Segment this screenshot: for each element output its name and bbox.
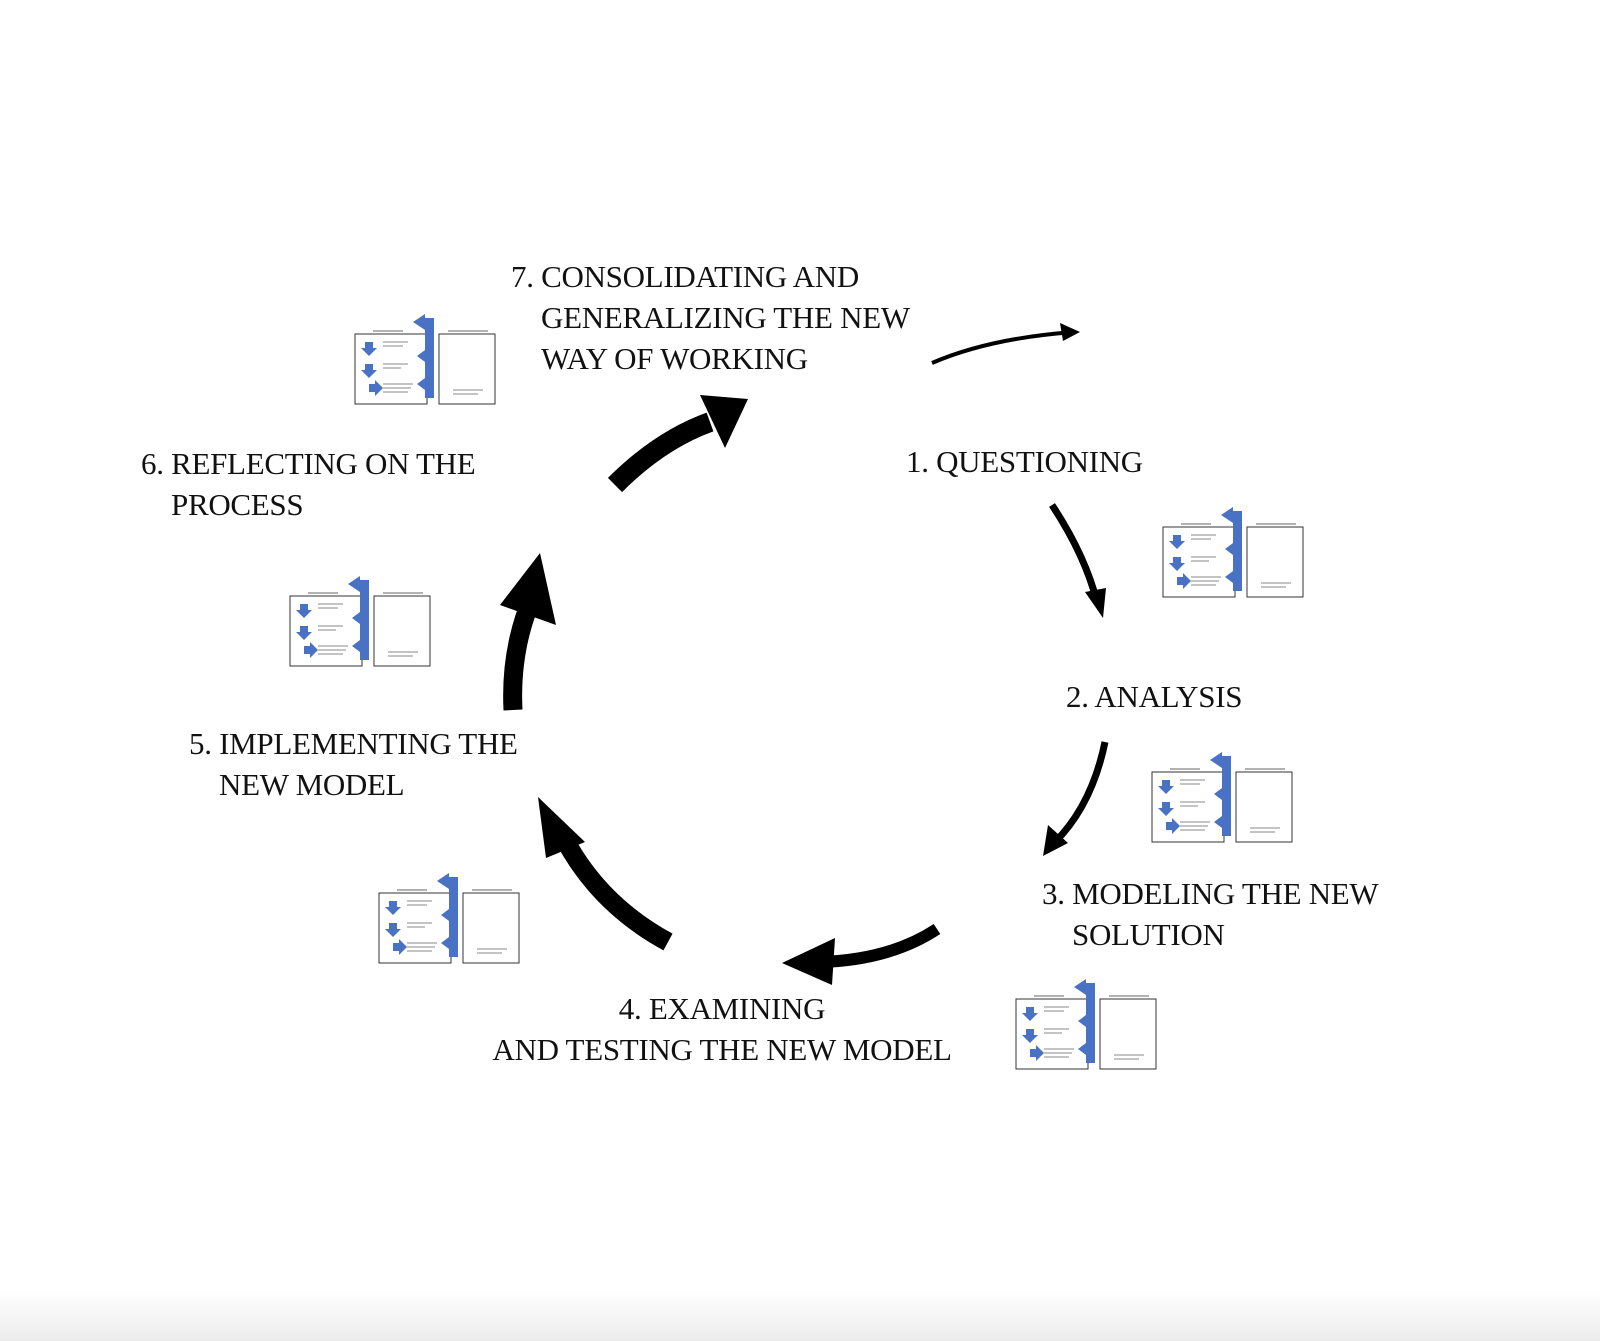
arrow-3-to-4-head xyxy=(782,938,835,985)
step-7-line1: 7. CONSOLIDATING AND xyxy=(511,259,859,294)
step-4-line1: 4. EXAMINING xyxy=(618,991,826,1026)
thumbnail-step-5 xyxy=(289,576,431,667)
step-7-line2: GENERALIZING THE NEW xyxy=(541,300,910,335)
step-6-label: 6. REFLECTING ON THE PROCESS xyxy=(141,443,476,525)
bottom-shadow xyxy=(0,1290,1600,1341)
step-1-line1: 1. QUESTIONING xyxy=(906,444,1143,479)
step-6-line1: 6. REFLECTING ON THE xyxy=(141,446,476,481)
arrow-4-to-5-head xyxy=(538,797,585,858)
step-5-line2: NEW MODEL xyxy=(219,767,405,802)
step-5-line1: 5. IMPLEMENTING THE xyxy=(189,726,518,761)
step-4-label: 4. EXAMINING AND TESTING THE NEW MODEL xyxy=(482,988,962,1070)
thumbnail-step-1 xyxy=(1162,507,1304,598)
thumbnail-step-3 xyxy=(1015,979,1157,1070)
arrow-1-to-2 xyxy=(1049,503,1101,603)
arrow-4-to-5 xyxy=(556,835,673,951)
arrow-6-to-7 xyxy=(607,412,714,493)
step-3-line2: SOLUTION xyxy=(1072,917,1225,952)
step-6-line2: PROCESS xyxy=(171,487,304,522)
step-1-label: 1. QUESTIONING xyxy=(906,441,1143,482)
step-7-label: 7. CONSOLIDATING AND GENERALIZING THE NE… xyxy=(511,256,910,379)
step-3-line1: 3. MODELING THE NEW xyxy=(1042,876,1379,911)
step-4-line2: AND TESTING THE NEW MODEL xyxy=(492,1032,952,1067)
step-3-label: 3. MODELING THE NEW SOLUTION xyxy=(1042,873,1379,955)
arrow-2-to-3-head xyxy=(1043,825,1068,856)
thumbnail-step-4 xyxy=(378,873,520,964)
step-2-line1: 2. ANALYSIS xyxy=(1066,679,1243,714)
step-5-label: 5. IMPLEMENTING THE NEW MODEL xyxy=(189,723,518,805)
arrow-7-out-head xyxy=(1060,323,1080,341)
arrow-5-to-6-head xyxy=(500,553,556,625)
arrow-2-to-3 xyxy=(1052,741,1109,845)
arrow-1-to-2-head xyxy=(1085,588,1106,618)
thumbnail-step-2 xyxy=(1151,752,1293,843)
step-2-label: 2. ANALYSIS xyxy=(1066,676,1242,717)
arrow-6-to-7-head xyxy=(700,395,748,448)
step-7-line3: WAY OF WORKING xyxy=(541,341,808,376)
thumbnail-step-7 xyxy=(354,314,496,405)
arrow-7-out xyxy=(931,330,1076,365)
arrow-3-to-4 xyxy=(819,923,941,968)
